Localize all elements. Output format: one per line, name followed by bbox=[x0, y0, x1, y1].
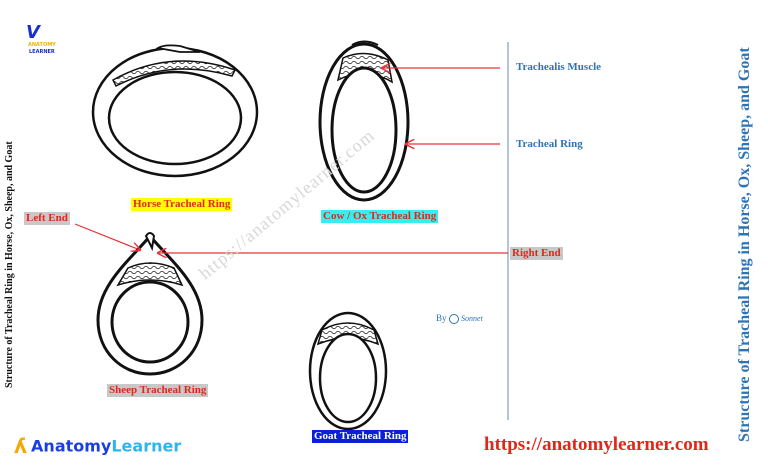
logo-top: V ANATOMY LEARNER bbox=[22, 22, 62, 62]
logo-runner-icon: ʎ bbox=[14, 434, 28, 458]
goat-ring-label: Goat Tracheal Ring bbox=[312, 430, 409, 443]
credit: By Sonnet bbox=[436, 313, 483, 324]
sonnet-logo-icon bbox=[448, 313, 459, 324]
right-end-label: Right End bbox=[510, 247, 563, 260]
horse-tracheal-ring-drawing bbox=[91, 44, 259, 178]
sheep-tracheal-ring-drawing bbox=[96, 232, 204, 376]
credit-by: By bbox=[436, 313, 447, 323]
sheep-ring-label: Sheep Tracheal Ring bbox=[107, 384, 209, 397]
logo-bottom-part2: Learner bbox=[111, 436, 182, 456]
cow-ring-label: Cow / Ox Tracheal Ring bbox=[321, 210, 439, 223]
cow-tracheal-ring-drawing bbox=[318, 40, 410, 202]
website-url[interactable]: https://anatomylearner.com bbox=[484, 434, 709, 455]
trachealis-muscle-label: Trachealis Muscle bbox=[516, 61, 602, 73]
goat-tracheal-ring-drawing bbox=[308, 311, 388, 431]
logo-bottom: ʎ AnatomyLearner bbox=[14, 434, 181, 458]
tracheal-ring-label: Tracheal Ring bbox=[516, 138, 583, 150]
horse-ring-label: Horse Tracheal Ring bbox=[131, 198, 233, 211]
logo-figure-icon: V bbox=[26, 22, 40, 43]
credit-name: Sonnet bbox=[461, 314, 483, 323]
left-end-label: Left End bbox=[24, 212, 70, 225]
left-vertical-title: Structure of Tracheal Ring in Horse, Ox,… bbox=[4, 141, 15, 388]
logo-bottom-part1: Anatomy bbox=[31, 436, 112, 456]
right-vertical-title: Structure of Tracheal Ring in Horse, Ox,… bbox=[736, 47, 753, 442]
logo-line2: LEARNER bbox=[29, 49, 55, 55]
logo-line1: ANATOMY bbox=[28, 42, 56, 48]
